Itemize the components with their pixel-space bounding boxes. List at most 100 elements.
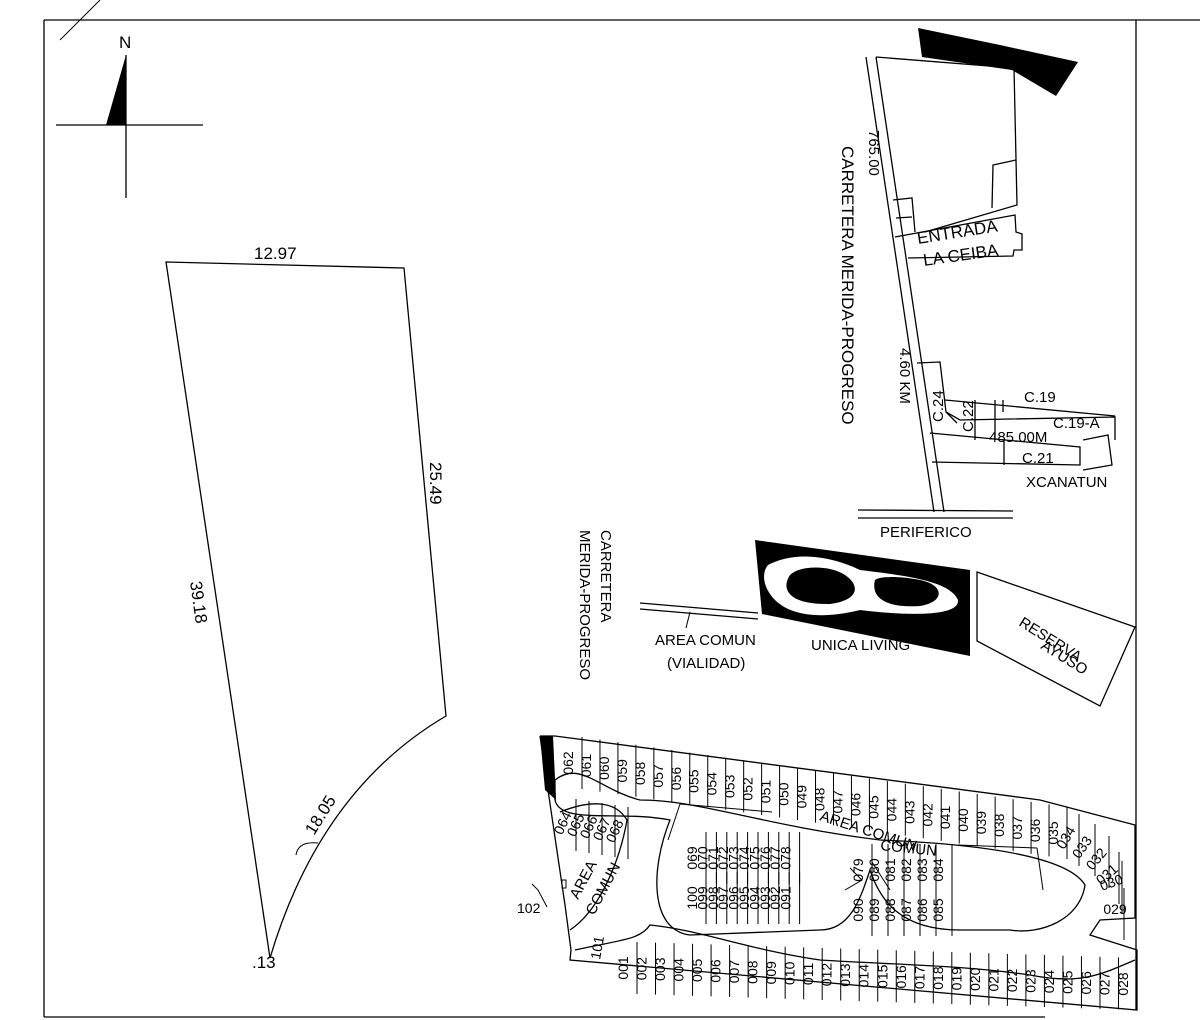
lot-088: 088: [882, 898, 898, 922]
lot-011: 011: [800, 963, 816, 986]
lot-097: 097: [715, 886, 731, 910]
lot-001: 001: [615, 956, 631, 980]
distance-485: 485.00M: [989, 429, 1047, 446]
lot-042: 042: [919, 803, 935, 827]
dimension-tip: .13: [252, 953, 276, 972]
lot-062: 062: [560, 751, 576, 775]
highway-label: CARRETERA MERIDA-PROGRESO: [838, 146, 857, 425]
lot-029: 029: [1103, 901, 1127, 917]
dimension-left: 39.18: [186, 580, 211, 625]
lot-098: 098: [705, 886, 721, 910]
lot-087: 087: [898, 898, 914, 922]
lot-027: 027: [1096, 972, 1112, 996]
lot-082: 082: [898, 858, 914, 882]
lot-076: 076: [757, 846, 773, 870]
lot-101: 101: [587, 935, 607, 961]
lot-040: 040: [955, 808, 971, 832]
lot-013: 013: [837, 963, 853, 987]
dimension-arc: 18.05: [301, 792, 340, 838]
lot-073: 073: [726, 846, 742, 870]
lot-092: 092: [767, 886, 783, 910]
lot-081: 081: [882, 858, 898, 882]
lot-050: 050: [776, 782, 792, 806]
lot-004: 004: [671, 958, 687, 982]
dimension-right: 25.49: [426, 462, 445, 505]
lot-061: 061: [578, 754, 594, 778]
lot-057: 057: [650, 764, 666, 788]
lot-077: 077: [767, 846, 783, 870]
lot-053: 053: [722, 774, 738, 798]
lot-009: 009: [763, 961, 779, 985]
highway-label-1: CARRETERA: [597, 530, 614, 623]
lot-026: 026: [1078, 971, 1094, 995]
periferico-label: PERIFERICO: [880, 524, 972, 541]
lot-099: 099: [694, 886, 710, 910]
lot-014: 014: [856, 964, 872, 988]
lot-021: 021: [985, 968, 1001, 992]
location-map: 765.00 CARRETERA MERIDA-PROGRESO ENTRADA…: [838, 28, 1116, 541]
highway-label-2: MERIDA-PROGRESO: [576, 530, 593, 680]
street-c21: C.21: [1022, 450, 1054, 467]
lot-084: 084: [930, 858, 946, 882]
lot-outline: [165, 261, 447, 959]
lot-035: 035: [1045, 821, 1061, 845]
lot-095: 095: [736, 886, 752, 910]
lot-049: 049: [794, 785, 810, 809]
lot-071: 071: [705, 846, 721, 870]
lot-038: 038: [991, 813, 1007, 837]
lot-017: 017: [911, 966, 927, 990]
lot-020: 020: [967, 967, 983, 991]
unica-living-label: UNICA LIVING: [811, 637, 910, 654]
lot-037: 037: [1009, 816, 1025, 840]
lot-072: 072: [715, 846, 731, 870]
lot-plan: 12.97 25.49 39.18 18.05 .13: [165, 244, 447, 972]
lot-043: 043: [901, 800, 917, 824]
common-area-label: AREA COMUN: [655, 632, 756, 649]
road-common-area-label-2: COMUN: [880, 837, 938, 860]
lot-052: 052: [740, 777, 756, 801]
street-c19a: C.19-A: [1053, 415, 1100, 432]
lot-015: 015: [874, 964, 890, 988]
lot-005: 005: [689, 958, 705, 982]
lot-024: 024: [1041, 970, 1057, 994]
lot-083: 083: [914, 858, 930, 882]
reserva-ayuso-parcel: [976, 571, 1136, 707]
lot-008: 008: [745, 960, 761, 984]
black-parcel: [918, 28, 1078, 96]
lot-080: 080: [866, 858, 882, 882]
lot-096: 096: [726, 886, 742, 910]
lot-060: 060: [596, 756, 612, 780]
lot-075: 075: [746, 846, 762, 870]
lot-090: 090: [850, 898, 866, 922]
street-c22: C.22: [960, 400, 977, 432]
vialidad-label: (VIALIDAD): [667, 655, 745, 672]
lot-055: 055: [686, 769, 702, 793]
lot-094: 094: [746, 886, 762, 910]
street-c19: C.19: [1024, 389, 1056, 406]
lot-074: 074: [736, 846, 752, 870]
lot-010: 010: [782, 961, 798, 985]
lot-036: 036: [1027, 819, 1043, 843]
lot-089: 089: [866, 898, 882, 922]
lot-056: 056: [668, 767, 684, 791]
arc-marker: [295, 842, 319, 856]
lot-093: 093: [757, 886, 773, 910]
lot-044: 044: [883, 798, 899, 822]
lot-100: 100: [684, 886, 700, 910]
lot-086: 086: [914, 898, 930, 922]
lot-030: 030: [1098, 871, 1126, 894]
lot-019: 019: [948, 967, 964, 991]
lot-007: 007: [726, 960, 742, 984]
lot-003: 003: [652, 957, 668, 981]
lot-028: 028: [1115, 972, 1131, 996]
lot-059: 059: [614, 759, 630, 783]
lot-070: 070: [694, 846, 710, 870]
lot-069: 069: [684, 846, 700, 870]
lot-022: 022: [1004, 969, 1020, 993]
north-label: N: [119, 33, 131, 52]
lot-041: 041: [937, 806, 953, 830]
lot-023: 023: [1022, 969, 1038, 993]
lot-016: 016: [893, 965, 909, 989]
